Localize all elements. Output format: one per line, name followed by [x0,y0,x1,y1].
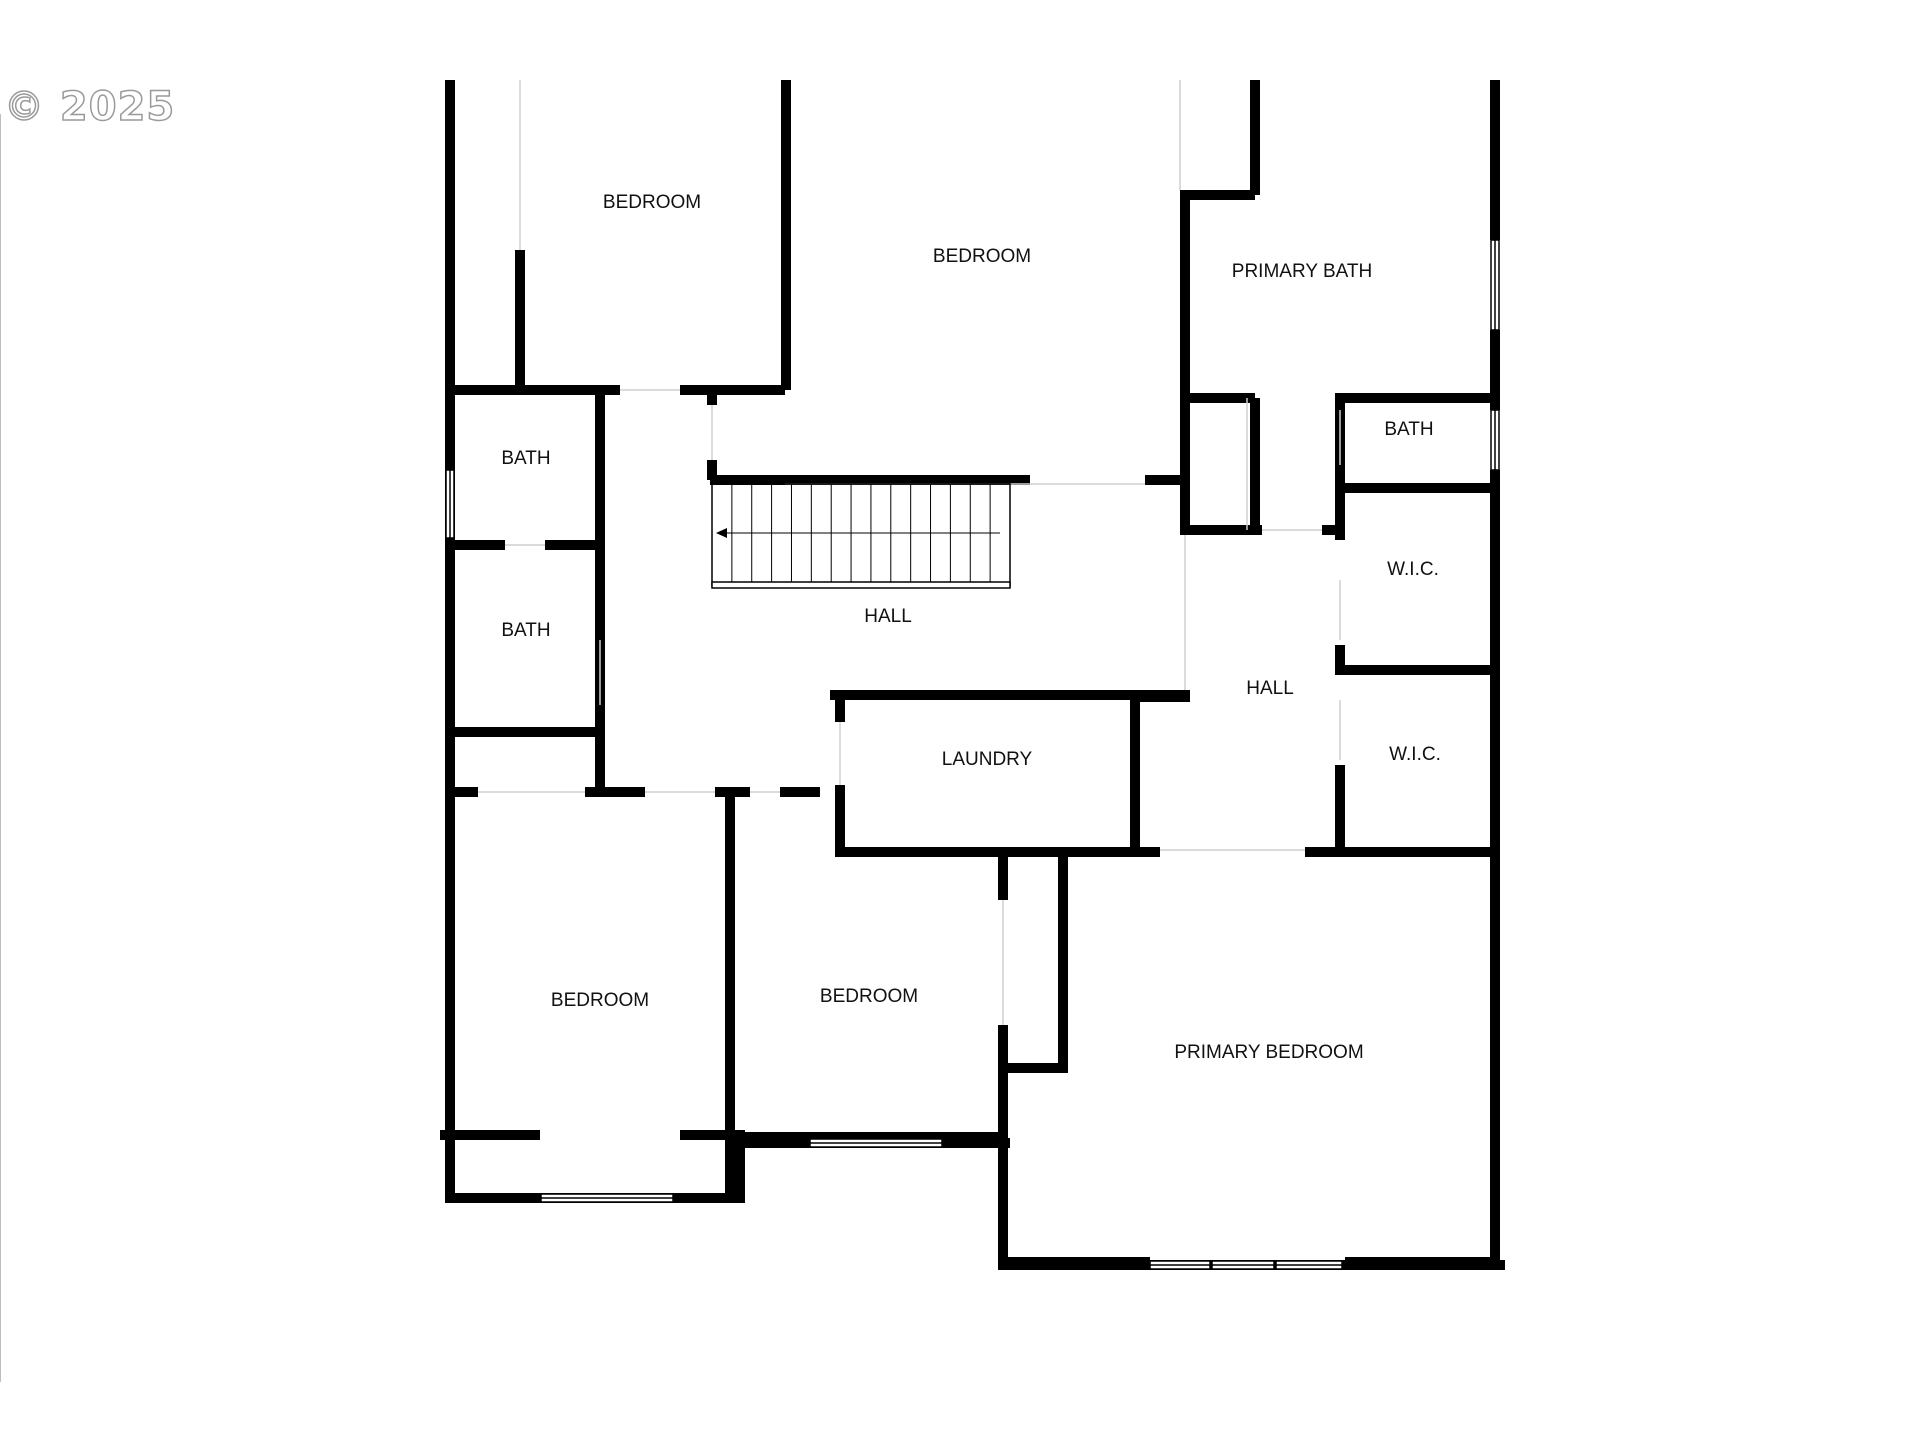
room-label-bedroom-top-center: BEDROOM [933,246,1031,267]
wall-segment [515,250,525,390]
room-label-bath-right: BATH [1384,419,1433,440]
wall-segment [1145,475,1180,485]
wall-segment [1335,393,1495,403]
wall-segment [1490,470,1500,1268]
room-label-hall-center: HALL [864,606,912,627]
wall-segment [1322,525,1338,535]
wall-segment [1335,645,1345,675]
wall-segment [725,792,735,1198]
wall-segment [1250,80,1260,195]
wall-segment [595,390,605,792]
wall-segment [1335,665,1495,675]
stair-landing-rail [711,581,1011,589]
door-openings [478,80,1341,1025]
room-label-hall-right: HALL [1246,678,1294,699]
wall-segment [1335,765,1345,855]
room-label-bedroom-bottom-left: BEDROOM [551,990,649,1011]
wall-segment [781,80,791,390]
wall-segment [1490,80,1500,240]
wall-segment [545,540,605,550]
room-label-bath-lower-left: BATH [501,620,550,641]
wall-segment [450,385,620,395]
wall-segment [440,1130,540,1140]
staircase [711,483,1011,589]
wall-segment [1305,847,1500,857]
wall-segment [450,787,478,797]
wall-segment [1058,852,1068,1068]
wall-segment [710,475,1030,485]
wall-segment [1180,190,1255,200]
wall-segment [1250,398,1260,530]
wall-segment [830,690,1190,700]
room-label-primary-bedroom: PRIMARY BEDROOM [1174,1042,1363,1063]
wall-segment [835,785,845,852]
wall-segment [1003,1063,1068,1073]
wall-segment [735,1140,745,1203]
room-label-wic-lower: W.I.C. [1389,744,1441,765]
room-label-bedroom-bottom-center: BEDROOM [820,986,918,1007]
wall-segment [1130,697,1140,852]
room-label-wic-upper: W.I.C. [1387,559,1439,580]
stair-outline [711,483,1011,587]
wall-segment [585,787,645,797]
wall-segment [707,390,717,405]
copyright-watermark: © 2025 [3,83,176,131]
wall-segment [835,847,1160,857]
wall-segment [1180,190,1190,535]
wall-segment [1335,398,1345,540]
wall-segment [450,727,605,737]
wall-segment [445,80,455,1200]
wall-segment [1490,330,1500,410]
wall-segment [1335,483,1495,493]
stair-direction-arrow [716,528,727,538]
wall-segment [730,1132,1007,1142]
room-label-bedroom-top-left: BEDROOM [603,192,701,213]
room-label-laundry: LAUNDRY [942,749,1033,770]
windows [445,239,1500,1270]
wall-segment [1180,525,1262,535]
room-label-bath-upper-left: BATH [501,448,550,469]
wall-segment [835,695,845,722]
wall-segment [780,787,820,797]
image-left-border [0,114,1,1382]
wall-segment [680,385,785,395]
wall-segment [998,852,1008,900]
wall-segment [680,1130,745,1140]
wall-segment [1135,692,1190,702]
wall-segment [1180,393,1255,403]
wall-segment [450,540,505,550]
room-label-primary-bath: PRIMARY BATH [1232,261,1372,282]
wall-segment [707,460,717,480]
